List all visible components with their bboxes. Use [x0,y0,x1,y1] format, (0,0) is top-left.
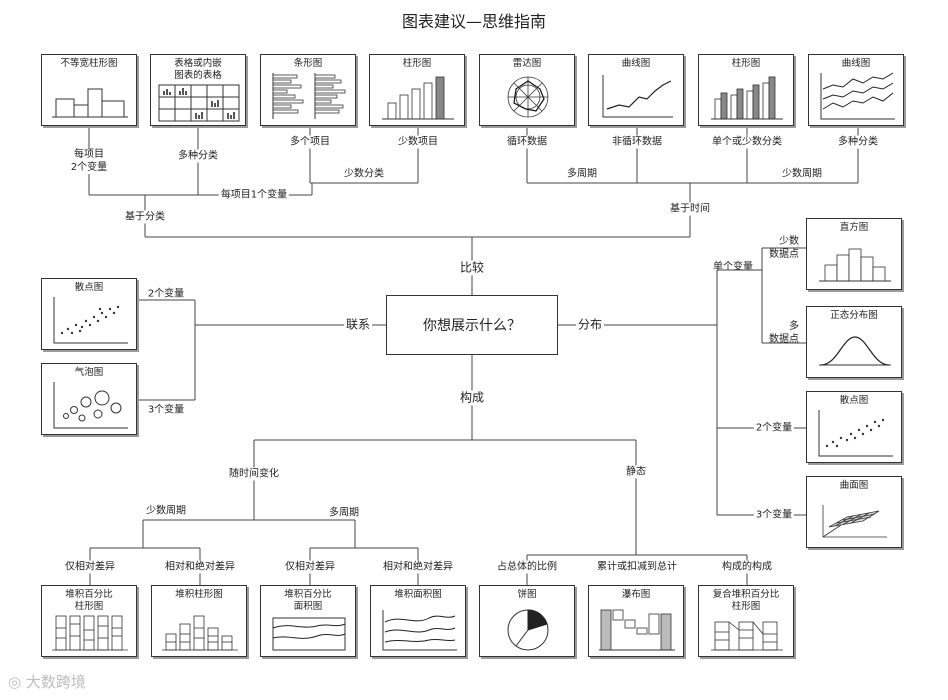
card-variable-width-column: 不等宽柱形图 [41,54,137,126]
card-stacked-area: 堆积面积图 [370,585,466,657]
card-scatter-distribution: 散点图 [806,391,902,463]
variable-width-column-icon [52,88,128,118]
pie-chart-icon [507,609,549,651]
card-scatter-relation: 散点图 [41,278,137,350]
card-line-chart-time: 曲线图 [808,54,904,126]
normal-distribution-icon [819,336,891,366]
line-chart-icon [602,75,673,118]
scatter-chart-icon [53,297,128,344]
label-two-vars-relation: 2个变量 [147,288,185,300]
column-chart-icon [382,76,454,120]
histogram-icon [819,248,891,282]
card-bar-chart-many-items: 条形图 [260,54,356,126]
label-single-or-few-categories: 单个或少数分类 [710,135,784,149]
page-title: 图表建议—思维指南 [401,12,547,31]
watermark-logo-icon: ◎ [8,673,26,691]
label-many-items: 多个项目 [288,135,332,149]
label-static: 静态 [624,465,648,479]
label-single-var: 单个变量 [713,261,753,273]
card-stacked-column: 堆积柱形图 [151,585,247,657]
stacked-percent-column-icon [52,615,128,651]
label-relative-absolute-1: 相对和绝对差异 [163,560,237,574]
stacked-percent-area-icon [272,617,346,651]
label-relative-only-1: 仅相对差异 [63,560,117,574]
card-stacked-pct-column-sub: 复合堆积百分比 柱形图 [698,585,794,657]
card-surface-chart: 曲面图 [806,476,902,548]
label-few-periods: 少数周期 [780,167,824,181]
label-over-time: 随时间变化 [227,467,281,481]
card-bubble-chart: 气泡图 [41,363,137,435]
label-per-item-two-vars: 每项目 2个变量 [68,148,110,174]
label-cyclic-data: 循环数据 [505,135,549,149]
card-line-chart-noncyclic: 曲线图 [588,54,684,126]
label-many-data-points: 多 数据点 [769,321,799,345]
radar-chart-icon [507,76,549,118]
label-category-based: 基于分类 [123,210,167,224]
column-chart-time-icon [711,76,783,120]
card-normal-distribution: 正态分布图 [806,306,902,378]
watermark: ◎ 大数跨境 [8,673,86,691]
label-accumulate-to-total: 累计或扣减到总计 [595,560,679,574]
label-many-categories: 多种分类 [176,149,220,163]
surface-chart-icon [822,505,887,538]
label-component-of-component: 构成的构成 [720,560,774,574]
composite-stacked-column-icon [711,621,783,651]
label-three-vars-distribution: 3个变量 [753,508,795,522]
card-column-chart-few-items: 柱形图 [369,54,465,126]
label-few-items: 少数项目 [396,135,440,149]
branch-distribution: 分布 [575,317,605,333]
branch-composition: 构成 [457,390,487,406]
card-waterfall-chart: 瀑布图 [588,585,684,657]
stacked-area-icon [382,610,457,651]
label-two-vars-distribution: 2个变量 [753,421,795,435]
card-table-embedded: 表格或内嵌 图表的表格 [150,54,246,126]
label-many-periods-composition: 多周期 [329,507,359,519]
center-question-box: 你想展示什么？ [386,295,558,355]
waterfall-chart-icon [599,609,675,651]
embedded-table-icon [158,84,240,122]
label-time-based: 基于时间 [668,202,712,216]
label-per-item-one-var: 每项目1个变量 [218,188,290,202]
stacked-column-icon [162,615,238,651]
label-few-periods-composition: 少数周期 [146,505,186,517]
branch-relation: 联系 [343,317,373,333]
scatter-chart-icon [818,410,893,457]
multi-line-chart-icon [820,72,895,120]
label-many-periods: 多周期 [565,167,599,181]
card-histogram: 直方图 [806,218,902,290]
bubble-chart-icon [53,382,128,429]
label-relative-absolute-2: 相对和绝对差异 [381,560,455,574]
card-pie-chart: 饼图 [479,585,575,657]
card-stacked-pct-area: 堆积百分比 面积图 [260,585,356,657]
label-non-cyclic-data: 非循环数据 [610,135,664,149]
label-three-vars-relation: 3个变量 [147,404,185,416]
connector-lines [88,128,859,585]
label-relative-only-2: 仅相对差异 [283,560,337,574]
card-radar-chart: 雷达图 [479,54,575,126]
label-few-categories: 少数分类 [342,167,386,181]
card-column-chart-time: 柱形图 [698,54,794,126]
label-share-of-total: 占总体的比例 [495,560,559,574]
bar-chart-icon [272,73,346,119]
label-few-data-points: 少数 数据点 [769,236,799,260]
center-question: 你想展示什么？ [423,318,521,334]
label-many-categories-time: 多种分类 [836,135,880,149]
card-stacked-pct-column: 堆积百分比 柱形图 [41,585,137,657]
branch-comparison: 比较 [457,260,487,276]
